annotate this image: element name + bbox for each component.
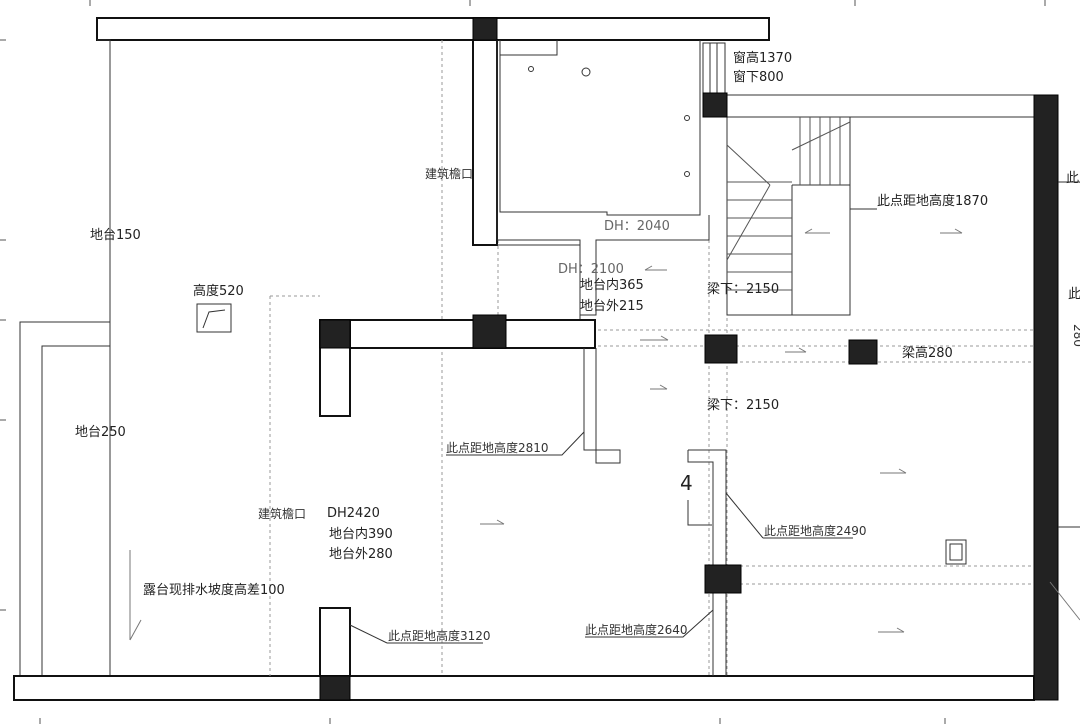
label-window-height: 窗高1370 xyxy=(733,50,792,66)
label-axis-4: 4 xyxy=(680,471,693,495)
label-window-below: 窗下800 xyxy=(733,69,784,85)
axis-bracket xyxy=(687,505,712,526)
label-height-520: 高度520 xyxy=(193,283,244,299)
door-symbol-icon xyxy=(945,539,967,565)
staircase xyxy=(726,117,851,316)
structural-columns xyxy=(319,17,878,701)
drain-arrow-icon xyxy=(129,550,142,641)
label-platform-out-215: 地台外215 xyxy=(580,299,644,314)
label-beam-below-2150-b: 梁下：2150 xyxy=(707,398,779,413)
grid-ticks xyxy=(0,0,1046,724)
label-point-height-2640: 此点距地高度2640 xyxy=(585,622,688,637)
label-point-height-1870: 此点距地高度1870 xyxy=(877,193,988,209)
label-dh-2100: DH：2100 xyxy=(558,262,624,277)
flow-arrow-icon xyxy=(480,228,1080,633)
label-platform-250: 地台250 xyxy=(75,425,126,440)
label-point-height-2810: 此点距地高度2810 xyxy=(446,440,549,455)
label-platform-in-390: 地台内390 xyxy=(329,526,393,542)
label-beam-height-280: 梁高280 xyxy=(902,345,953,361)
label-edge-cut-3: 280 xyxy=(1071,324,1080,347)
label-point-height-3120: 此点距地高度3120 xyxy=(388,628,491,643)
bathroom-walls xyxy=(472,39,726,320)
label-dh-2040: DH：2040 xyxy=(604,219,670,234)
leader-lines xyxy=(349,208,877,644)
label-edge-cut-2: 此 xyxy=(1068,287,1080,302)
label-eave-left: 建筑檐口 xyxy=(258,506,306,521)
label-beam-below-2150-a: 梁下：2150 xyxy=(707,282,779,297)
label-point-height-2490: 此点距地高度2490 xyxy=(764,523,867,538)
label-platform-150: 地台150 xyxy=(90,228,141,243)
right-room-walls xyxy=(727,94,1080,701)
label-eave-top: 建筑檐口 xyxy=(425,166,473,181)
label-platform-in-365: 地台内365 xyxy=(580,277,644,293)
terrace-outline xyxy=(13,17,1035,701)
label-dh-2420: DH2420 xyxy=(327,506,380,521)
label-drain-slope: 露台现排水坡度高差100 xyxy=(143,582,285,598)
label-platform-out-280: 地台外280 xyxy=(329,547,393,562)
label-edge-cut-1: 此点 xyxy=(1066,171,1080,186)
slope-symbol-icon xyxy=(196,303,232,333)
